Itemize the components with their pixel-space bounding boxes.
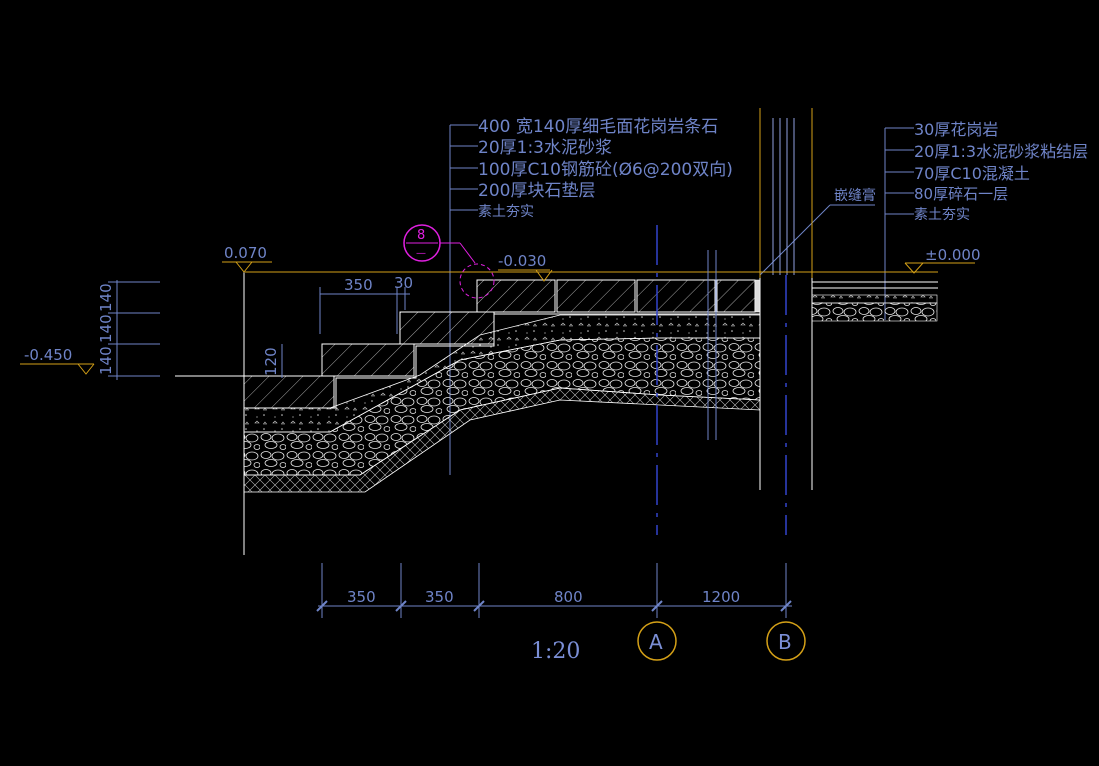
paving-block-2: [636, 279, 716, 313]
step-block-3: [399, 311, 495, 345]
step-gap-dim: 30: [394, 274, 413, 292]
axis-label-b: B: [778, 630, 792, 654]
vertical-dimensions: 140 140 140: [97, 280, 160, 380]
note-right-5: 素土夯实: [914, 207, 970, 223]
note-right-1: 30厚花岗岩: [914, 120, 998, 139]
note-center-1: 400 宽140厚细毛面花岗岩条石: [478, 117, 718, 137]
step-block-4: [476, 279, 556, 313]
step-block-1: [243, 375, 335, 409]
detail-marker: 8 —: [403, 224, 495, 299]
detail-marker-sub: —: [416, 248, 426, 259]
axis-label-a: A: [649, 630, 663, 654]
note-right-2: 20厚1:3水泥砂浆粘结层: [914, 142, 1088, 161]
elevation-bottom-left-text: -0.450: [24, 346, 72, 364]
note-center-4: 200厚块石垫层: [478, 181, 595, 201]
note-center-5: 素土夯实: [478, 204, 534, 220]
bottom-dim-3: 800: [554, 588, 583, 606]
bottom-dim-4: 1200: [702, 588, 740, 606]
axis-bubble-a: A: [637, 621, 677, 661]
paving-block-1: [556, 279, 636, 313]
elevation-left-top: 0.070: [222, 244, 272, 273]
paving-block-3: [716, 279, 756, 313]
vertical-dim-2: 140: [97, 314, 115, 343]
axis-bubble-b: B: [766, 621, 806, 661]
step-tread-dim: 350: [344, 276, 373, 294]
note-right-3: 70厚C10混凝土: [914, 164, 1030, 183]
step-blocks: [243, 279, 761, 409]
bottom-dim-1: 350: [347, 588, 376, 606]
vertical-dim-1: 140: [97, 283, 115, 312]
joint-label: 嵌缝膏: [834, 187, 876, 204]
elevation-mid-text: -0.030: [498, 252, 546, 270]
detail-marker-number: 8: [417, 228, 425, 243]
notes-right-group: 30厚花岗岩 20厚1:3水泥砂浆粘结层 70厚C10混凝土 80厚碎石一层 素…: [884, 120, 1088, 320]
bottom-dimensions: 350 350 800 1200: [316, 563, 792, 618]
elevation-left-top-text: 0.070: [224, 244, 267, 262]
elevation-mid: -0.030: [498, 252, 553, 282]
notes-center-group: 400 宽140厚细毛面花岗岩条石 20厚1:3水泥砂浆 100厚C10钢筋砼(…: [449, 117, 733, 475]
vertical-dim-3: 140: [97, 346, 115, 375]
step-riser-dim: 120: [262, 347, 280, 376]
note-center-2: 20厚1:3水泥砂浆: [478, 138, 612, 158]
drawing-scale: 1:20: [531, 639, 580, 664]
bottom-dim-2: 350: [425, 588, 454, 606]
step-block-2: [321, 343, 415, 377]
step-dimensions: 350 30 120: [262, 274, 413, 378]
right-paving: [811, 294, 938, 322]
elevation-bottom-left: -0.450: [20, 346, 95, 375]
note-center-3: 100厚C10钢筋砼(Ø6@200双向): [478, 160, 733, 180]
elevation-right-text: ±0.000: [925, 246, 981, 264]
joint-label-group: 嵌缝膏: [759, 187, 876, 276]
elevation-right: ±0.000: [904, 246, 981, 274]
note-right-4: 80厚碎石一层: [914, 185, 1008, 203]
